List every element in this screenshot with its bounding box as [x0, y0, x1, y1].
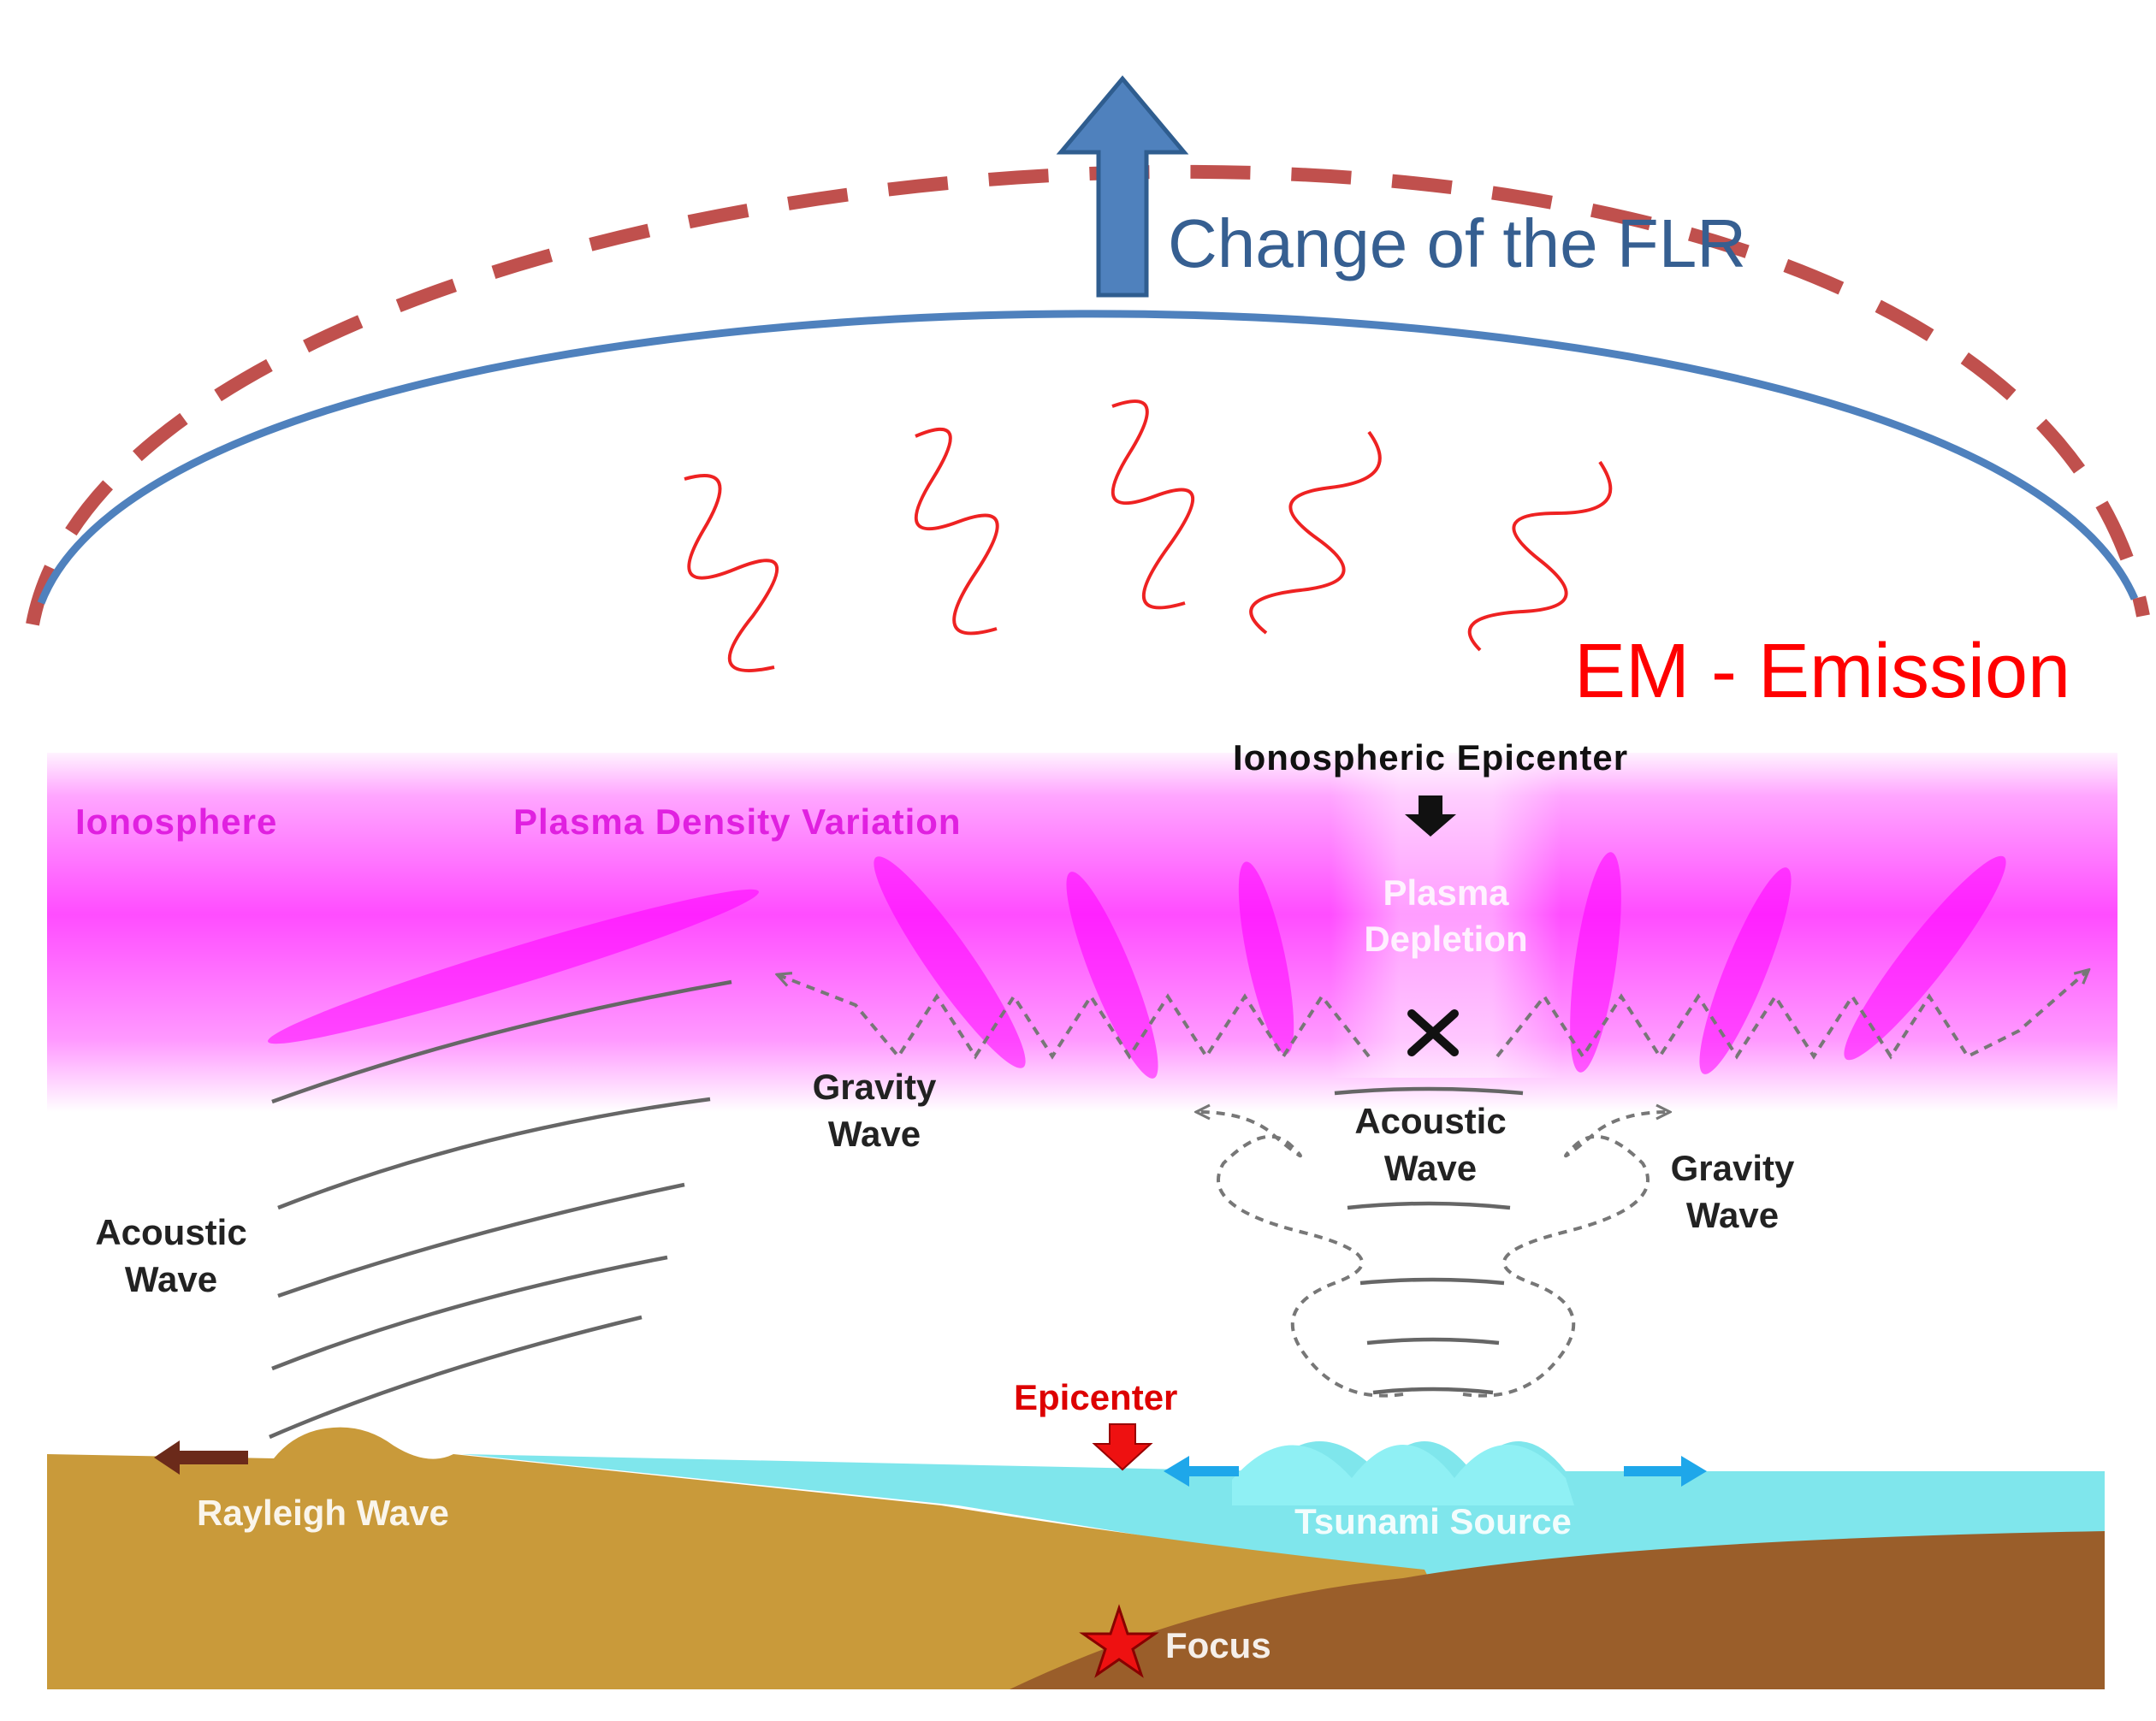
acoustic-wave-center-line1: Acoustic [1354, 1101, 1506, 1141]
acoustic-wave-center-line2: Wave [1384, 1148, 1477, 1188]
ionospheric-epicenter-label: Ionospheric Epicenter [1233, 737, 1628, 778]
upward-arrow-icon [1056, 75, 1189, 298]
tsunami-arrow-left-icon [1164, 1456, 1239, 1487]
acoustic-front-c2 [1347, 1201, 1511, 1210]
rising-gravity-waves [1198, 1112, 1668, 1398]
plasma-density-variation-label: Plasma Density Variation [513, 801, 962, 842]
rising-gravity-wave-right [1462, 1112, 1668, 1398]
plasma-depletion-zone [1330, 753, 1561, 1078]
acoustic-front-c3 [1359, 1277, 1505, 1286]
acoustic-front-c4 [1366, 1337, 1500, 1345]
em-emission-waves [684, 399, 1613, 672]
em-wave-3 [1111, 399, 1195, 610]
tsunami-source-label: Tsunami Source [1294, 1501, 1572, 1541]
land-upper [47, 1427, 1429, 1689]
gravity-waves-ionosphere [779, 971, 2088, 1060]
focus-star-icon [1079, 1604, 1159, 1678]
acoustic-front-5 [269, 1315, 643, 1440]
plasma-blob-4 [1570, 852, 1621, 1073]
acoustic-front-4 [271, 1255, 668, 1371]
plasma-blob-2 [1066, 872, 1158, 1079]
em-wave-5 [1467, 460, 1613, 652]
changed-field-line-arc [26, 164, 2150, 626]
plasma-depletion-label-line1: Plasma [1383, 872, 1509, 913]
rayleigh-wave-arrow-icon [154, 1440, 248, 1475]
em-wave-4 [1249, 430, 1382, 635]
gravity-wave-path-right [1496, 971, 2088, 1060]
plasma-blob-1 [874, 856, 1026, 1068]
em-wave-1 [684, 474, 779, 672]
ionosphere-label: Ionosphere [75, 801, 277, 842]
flr-change-label: Change of the FLR [1168, 205, 1746, 281]
em-emission-label: EM - Emission [1574, 629, 2070, 714]
rayleigh-wave-label: Rayleigh Wave [197, 1493, 449, 1533]
plasma-depletion-label-line2: Depletion [1364, 919, 1527, 959]
plasma-blob-left [268, 889, 759, 1044]
acoustic-wave-left-line1: Acoustic [95, 1212, 246, 1252]
acoustic-wave-left-line2: Wave [125, 1259, 217, 1299]
epicenter-label: Epicenter [1014, 1377, 1177, 1417]
gravity-wave-path-left [779, 975, 1371, 1060]
field-line-arc [37, 310, 2139, 605]
tsunami-arrow-right-icon [1624, 1456, 1707, 1487]
plasma-density-blobs [268, 852, 2006, 1079]
tsunami-waves [1232, 1445, 1574, 1505]
focus-label: Focus [1165, 1625, 1271, 1665]
plasma-blob-5 [1699, 867, 1792, 1074]
gravity-wave-right-line1: Gravity [1671, 1148, 1795, 1188]
ionospheric-epicenter-cross-icon [1407, 1009, 1459, 1056]
epicenter-arrow-icon [1092, 1423, 1153, 1471]
gravity-wave-left-line1: Gravity [813, 1067, 937, 1107]
plasma-blob-3 [1238, 861, 1294, 1055]
rising-gravity-wave-left [1198, 1112, 1404, 1398]
acoustic-wave-fronts-center [1334, 1086, 1524, 1395]
acoustic-front-2 [277, 1097, 711, 1210]
ionospheric-epicenter-arrow-icon [1405, 795, 1456, 837]
gravity-wave-left-line2: Wave [828, 1114, 921, 1154]
acoustic-front-3 [277, 1182, 685, 1298]
em-wave-2 [914, 427, 999, 636]
land-lower [1010, 1531, 2105, 1689]
acoustic-wave-fronts-left [269, 979, 732, 1440]
acoustic-front-c5 [1372, 1387, 1494, 1395]
acoustic-front-1 [271, 979, 732, 1104]
plasma-blob-6 [1844, 855, 2006, 1061]
acoustic-front-c1 [1334, 1086, 1524, 1096]
gravity-wave-right-line2: Wave [1686, 1195, 1779, 1235]
